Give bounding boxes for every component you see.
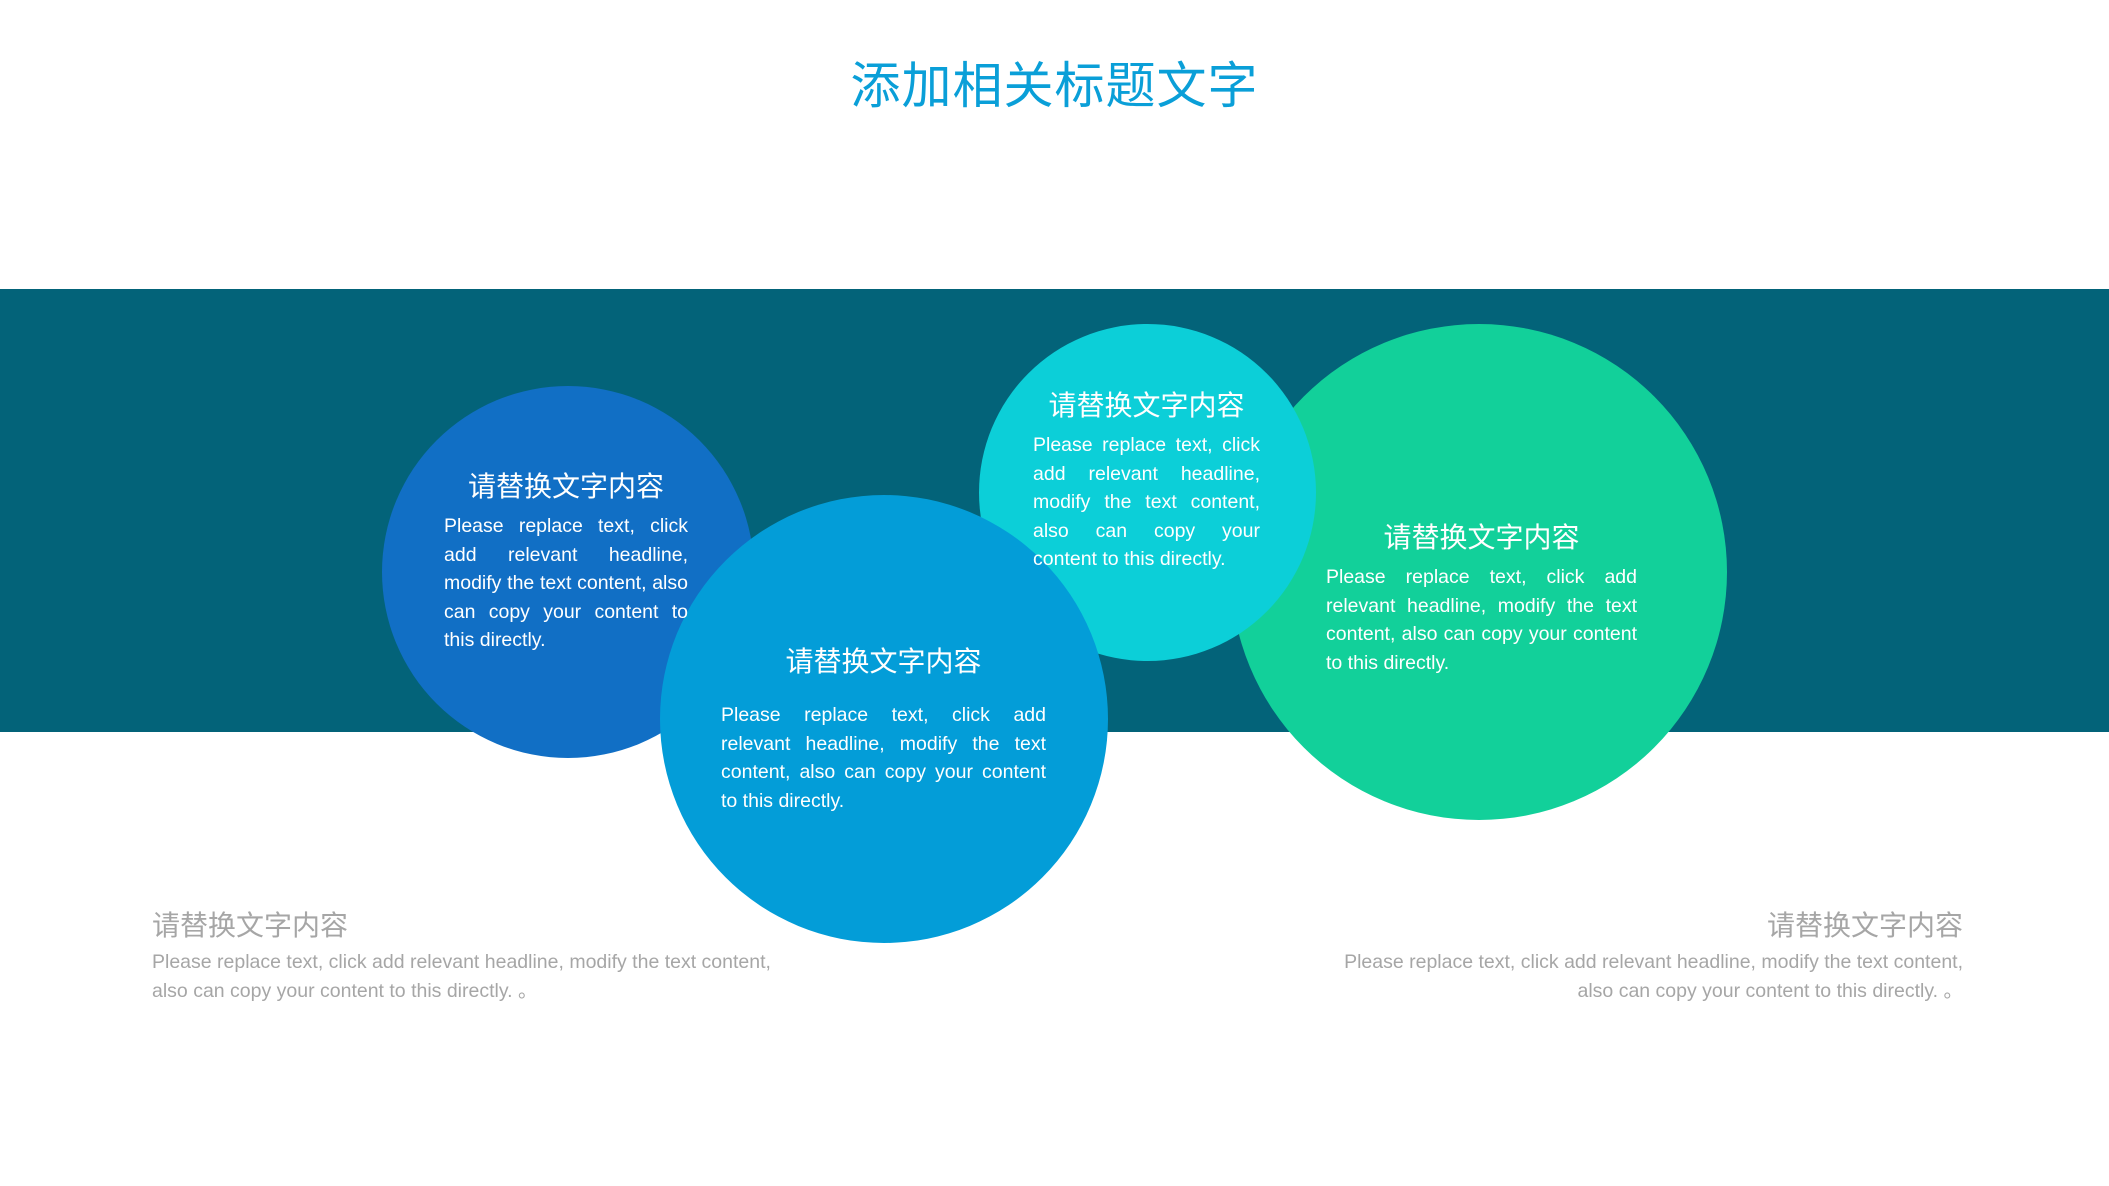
side-block-right: 请替换文字内容 Please replace text, click add r… bbox=[1263, 908, 1963, 1005]
circle-text-cyan: 请替换文字内容 Please replace text, click add r… bbox=[1033, 387, 1260, 574]
circle-text-blue: 请替换文字内容 Please replace text, click add r… bbox=[721, 643, 1046, 815]
circle-body: Please replace text, click add relevant … bbox=[1326, 566, 1637, 674]
circle-body: Please replace text, click add relevant … bbox=[444, 515, 688, 651]
circle-heading: 请替换文字内容 bbox=[785, 645, 982, 678]
side-heading: 请替换文字内容 bbox=[1766, 909, 1963, 942]
circle-blue bbox=[660, 495, 1108, 943]
circle-heading: 请替换文字内容 bbox=[467, 470, 664, 503]
circle-heading: 请替换文字内容 bbox=[1383, 521, 1580, 554]
side-heading: 请替换文字内容 bbox=[152, 909, 349, 942]
side-block-left: 请替换文字内容 Please replace text, click add r… bbox=[152, 908, 852, 1005]
side-body-line: Please replace text, click add relevant … bbox=[1344, 951, 1963, 973]
circle-text-dark-blue: 请替换文字内容 Please replace text, click add r… bbox=[444, 468, 688, 655]
circle-green bbox=[1231, 324, 1727, 820]
side-body-line: also can copy your content to this direc… bbox=[152, 979, 538, 1002]
slide-title: 添加相关标题文字 bbox=[850, 57, 1259, 115]
circle-body: Please replace text, click add relevant … bbox=[1033, 434, 1260, 570]
side-body-line: Please replace text, click add relevant … bbox=[152, 951, 771, 973]
circle-text-green: 请替换文字内容 Please replace text, click add r… bbox=[1326, 519, 1637, 677]
circle-heading: 请替换文字内容 bbox=[1048, 389, 1245, 422]
circle-body: Please replace text, click add relevant … bbox=[721, 704, 1046, 812]
side-body-line: also can copy your content to this direc… bbox=[1577, 979, 1964, 1002]
